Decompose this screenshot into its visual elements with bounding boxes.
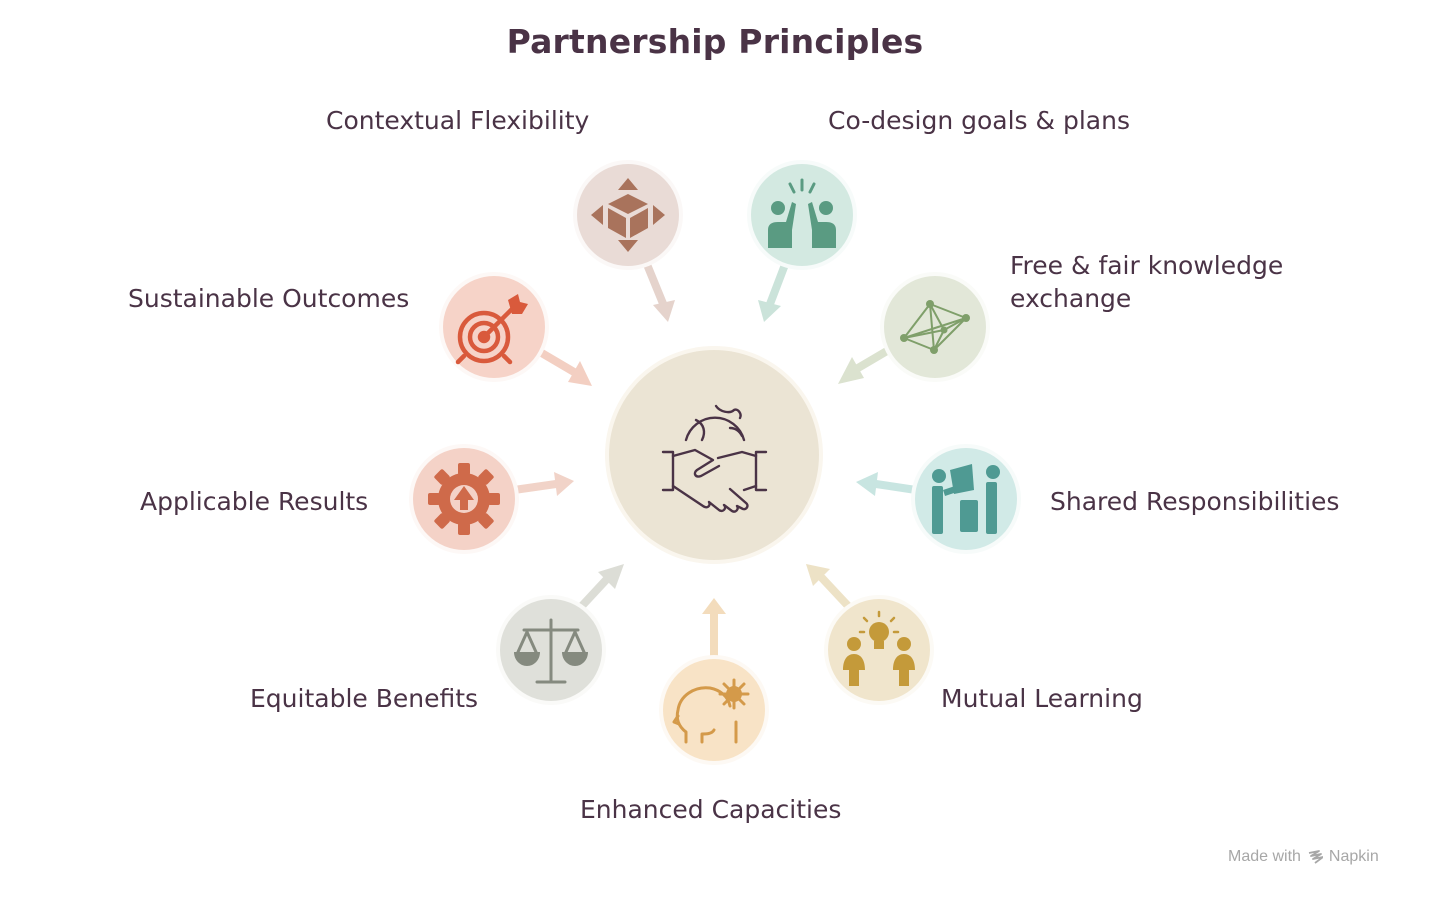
- node-applicable-results: [409, 444, 519, 554]
- connector-co-design: [758, 258, 790, 322]
- label-enhanced-capacities: Enhanced Capacities: [580, 795, 842, 824]
- connector-mutual-learning: [806, 564, 854, 612]
- people-lightbulb-icon: [843, 610, 915, 686]
- connector-contextual-flexibility: [642, 258, 675, 322]
- label-shared-responsibilities: Shared Responsibilities: [1050, 487, 1340, 516]
- node-enhanced-capacities: [659, 655, 769, 765]
- credit-prefix: Made with: [1228, 848, 1301, 865]
- center-node: [605, 346, 823, 564]
- label-knowledge-exchange: Free & fair knowledge exchange: [1010, 251, 1284, 313]
- scales-icon: [514, 618, 588, 684]
- label-co-design: Co-design goals & plans: [828, 106, 1130, 135]
- node-contextual-flexibility: [573, 160, 683, 270]
- napkin-logo-icon: [1308, 850, 1323, 864]
- connector-shared-responsibilities: [856, 472, 920, 496]
- gear-arrow-icon: [428, 463, 500, 535]
- network-icon: [900, 300, 970, 354]
- label-applicable-results: Applicable Results: [140, 487, 369, 516]
- head-gear-icon: [672, 678, 750, 744]
- target-icon: [455, 294, 528, 365]
- connector-applicable-results: [510, 472, 574, 496]
- node-shared-responsibilities: [911, 444, 1021, 554]
- high-five-icon: [768, 178, 836, 248]
- connector-sustainable-outcomes: [536, 348, 592, 386]
- node-mutual-learning: [824, 595, 934, 705]
- label-contextual-flexibility: Contextual Flexibility: [326, 106, 590, 135]
- label-equitable-benefits: Equitable Benefits: [250, 684, 479, 713]
- handshake-globe-icon: [661, 404, 768, 513]
- connector-equitable-benefits: [576, 564, 624, 612]
- node-knowledge-exchange: [880, 272, 990, 382]
- label-sustainable-outcomes: Sustainable Outcomes: [128, 284, 410, 313]
- credit-brand: Napkin: [1328, 848, 1379, 865]
- label-mutual-learning: Mutual Learning: [941, 684, 1143, 713]
- diagram-title: Partnership Principles: [506, 22, 924, 61]
- cube-arrows-icon: [591, 178, 665, 252]
- node-equitable-benefits: [496, 595, 606, 705]
- node-sustainable-outcomes: [439, 272, 549, 382]
- people-sharing-icon: [932, 464, 1000, 534]
- connector-enhanced-capacities: [702, 598, 726, 660]
- made-with-credit[interactable]: Made with Napkin: [1228, 848, 1379, 866]
- node-co-design: [747, 160, 857, 270]
- connector-knowledge-exchange: [838, 344, 896, 384]
